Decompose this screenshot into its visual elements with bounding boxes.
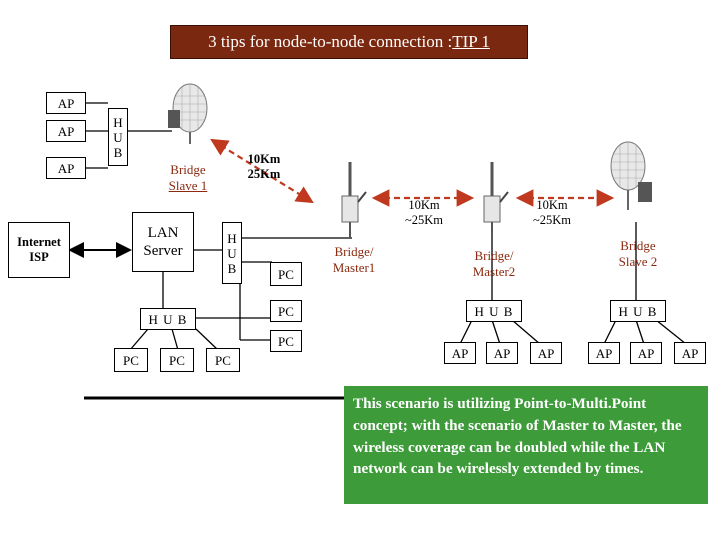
pc-box: PC: [206, 348, 240, 372]
link3-line1: 10Km: [536, 198, 568, 212]
pc-box: PC: [270, 300, 302, 322]
link3-line2: ~25Km: [532, 213, 571, 227]
rod-antenna-icon: [341, 162, 367, 238]
ap-label: AP: [57, 95, 75, 111]
lan-server-line1: LAN: [147, 225, 179, 241]
ap-box: AP: [444, 342, 476, 364]
bridge-slave1-line1: Bridge: [170, 162, 206, 177]
link3-distance-label: 10Km ~25Km: [524, 198, 580, 228]
bridge-slave2-label: Bridge Slave 2: [606, 238, 670, 270]
title-text: 3 tips for node-to-node connection :: [208, 32, 453, 51]
ap-box: AP: [530, 342, 562, 364]
pc-box: PC: [114, 348, 148, 372]
hub-box-master2: H U B: [466, 300, 522, 322]
pc-box: PC: [270, 330, 302, 352]
ap-box: AP: [486, 342, 518, 364]
ap-label: AP: [537, 345, 555, 361]
hub-master2-label: H U B: [474, 303, 514, 319]
link1-line1: 10Km: [247, 152, 281, 166]
bridge-master2-label: Bridge/ Master2: [462, 248, 526, 280]
pc-box: PC: [270, 262, 302, 286]
hub-box-top: H U B: [108, 108, 128, 166]
rod-antenna-icon: [483, 162, 509, 232]
pc-label: PC: [215, 352, 231, 368]
hubs2-ap3-line: [655, 319, 687, 345]
ap-label: AP: [493, 345, 511, 361]
title-tip: TIP 1: [452, 32, 490, 51]
hub-box-mid: H U B: [222, 222, 242, 284]
ap-box: AP: [46, 157, 86, 179]
bridge-master1-line1: Bridge/: [334, 244, 374, 259]
hub-letter: B: [113, 144, 123, 160]
link1-line2: 25Km: [247, 167, 281, 181]
internet-line1: Internet: [17, 235, 61, 249]
pc-label: PC: [169, 352, 185, 368]
lan-server-box: LAN Server: [132, 212, 194, 272]
page-title: 3 tips for node-to-node connection : TIP…: [170, 25, 528, 59]
ap-box: AP: [46, 120, 86, 142]
pc-label: PC: [278, 266, 294, 282]
link2-distance-label: 10Km ~25Km: [396, 198, 452, 228]
hub-box-bottom: H U B: [140, 308, 196, 330]
internet-isp-box: Internet ISP: [8, 222, 70, 278]
hubs2-ap1-line: [603, 319, 617, 345]
hub-letter: H: [113, 114, 123, 130]
bridge-slave2-line1: Bridge: [620, 238, 656, 253]
dish-antenna-icon: [168, 83, 208, 144]
bridge-master1-label: Bridge/ Master1: [322, 244, 386, 276]
ap-label: AP: [637, 345, 655, 361]
ap-label: AP: [681, 345, 699, 361]
ap-label: AP: [595, 345, 613, 361]
ap-box: AP: [674, 342, 706, 364]
hub-box-slave2: H U B: [610, 300, 666, 322]
hubs2-ap2-line: [635, 319, 645, 345]
hub-pc2-line: [171, 328, 179, 351]
bridge-slave2-line2: Slave 2: [618, 254, 658, 269]
hubm2-ap3-line: [511, 319, 541, 345]
pc-label: PC: [278, 333, 294, 349]
bridge-slave1-line2: Slave 1: [168, 178, 208, 193]
pc-box: PC: [160, 348, 194, 372]
pc-label: PC: [278, 303, 294, 319]
link2-line1: 10Km: [408, 198, 440, 212]
hub-pc3-line: [195, 328, 219, 351]
hub-bottom-label: H U B: [148, 311, 188, 327]
link1-distance-label: 10Km 25Km: [240, 152, 288, 182]
dish-antenna-icon: [610, 141, 652, 210]
ap-label: AP: [57, 123, 75, 139]
hub-pc1-line: [129, 328, 149, 351]
ap-label: AP: [57, 160, 75, 176]
lan-server-line2: Server: [143, 243, 183, 259]
bridge-slave1-label: Bridge Slave 1: [156, 162, 220, 194]
bridge-master2-line2: Master2: [472, 264, 516, 279]
ap-box: AP: [630, 342, 662, 364]
scenario-note: This scenario is utilizing Point-to-Mult…: [344, 386, 708, 504]
ap-box: AP: [46, 92, 86, 114]
hub-letter: U: [113, 129, 123, 145]
hubm2-ap1-line: [459, 319, 473, 345]
internet-line2: ISP: [29, 250, 49, 264]
ap-label: AP: [451, 345, 469, 361]
ap-box: AP: [588, 342, 620, 364]
hub-letter: B: [227, 260, 237, 276]
bridge-master2-line1: Bridge/: [474, 248, 514, 263]
pc-label: PC: [123, 352, 139, 368]
hub-slave2-label: H U B: [618, 303, 658, 319]
hub-letter: U: [227, 245, 237, 261]
bridge-master1-line2: Master1: [332, 260, 376, 275]
hubm2-ap2-line: [491, 319, 501, 345]
link2-line2: ~25Km: [404, 213, 443, 227]
hub-letter: H: [227, 230, 237, 246]
